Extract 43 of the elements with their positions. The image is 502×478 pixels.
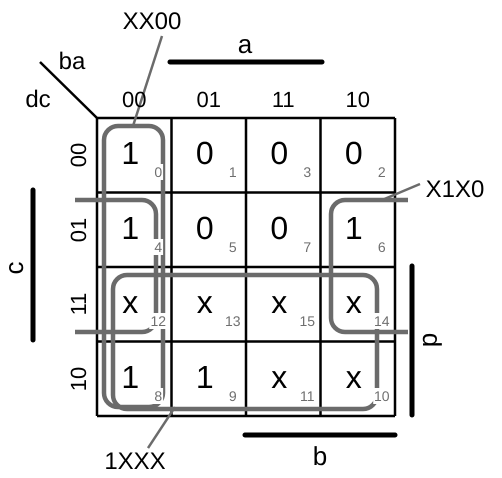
cell-index: 13 <box>224 313 242 330</box>
axis-label: ba <box>58 50 86 74</box>
group-term-label: XX00 <box>122 10 182 34</box>
cell-value: 1 <box>196 360 214 393</box>
cell-value: x <box>122 286 138 318</box>
cell-index: 0 <box>153 164 164 180</box>
cell-value: x <box>346 286 362 318</box>
grouping-loop <box>102 124 166 410</box>
column-header: 01 <box>196 89 221 111</box>
cell-index: 4 <box>153 238 164 255</box>
cell-index: 10 <box>372 388 391 404</box>
variable-label: d <box>419 332 445 348</box>
cell-value: 0 <box>270 137 288 170</box>
group-term-label: X1X0 <box>426 178 484 202</box>
cell-value: 1 <box>121 360 140 393</box>
cell-value: x <box>346 360 362 393</box>
cell-value: x <box>271 286 288 318</box>
variable-label: b <box>312 443 328 469</box>
cell-value: x <box>271 360 288 393</box>
cell-value: 0 <box>344 137 363 170</box>
cell-index: 12 <box>149 313 168 330</box>
cell-value: 0 <box>196 137 214 170</box>
column-header: 11 <box>272 89 295 111</box>
cell-index: 8 <box>153 388 164 404</box>
row-header: 00 <box>68 143 90 168</box>
cell-value: 1 <box>344 212 363 244</box>
row-header: 01 <box>68 218 90 242</box>
group-term-label: 1XXX <box>104 450 166 474</box>
column-header: 10 <box>346 89 370 111</box>
row-header: 11 <box>68 292 90 316</box>
cell-index: 14 <box>372 313 391 330</box>
cell-value: 1 <box>121 212 140 244</box>
leader-line <box>146 406 176 449</box>
cell-value: 0 <box>270 212 288 244</box>
cell-value: 1 <box>121 137 140 170</box>
cell-index: 15 <box>298 313 316 330</box>
cell-index: 3 <box>302 164 312 180</box>
axis-label: dc <box>25 88 51 112</box>
variable-label: a <box>238 31 252 57</box>
row-header: 10 <box>68 366 90 391</box>
cell-value: x <box>196 286 213 318</box>
variable-label: c <box>1 262 27 274</box>
cell-value: 0 <box>196 212 214 244</box>
